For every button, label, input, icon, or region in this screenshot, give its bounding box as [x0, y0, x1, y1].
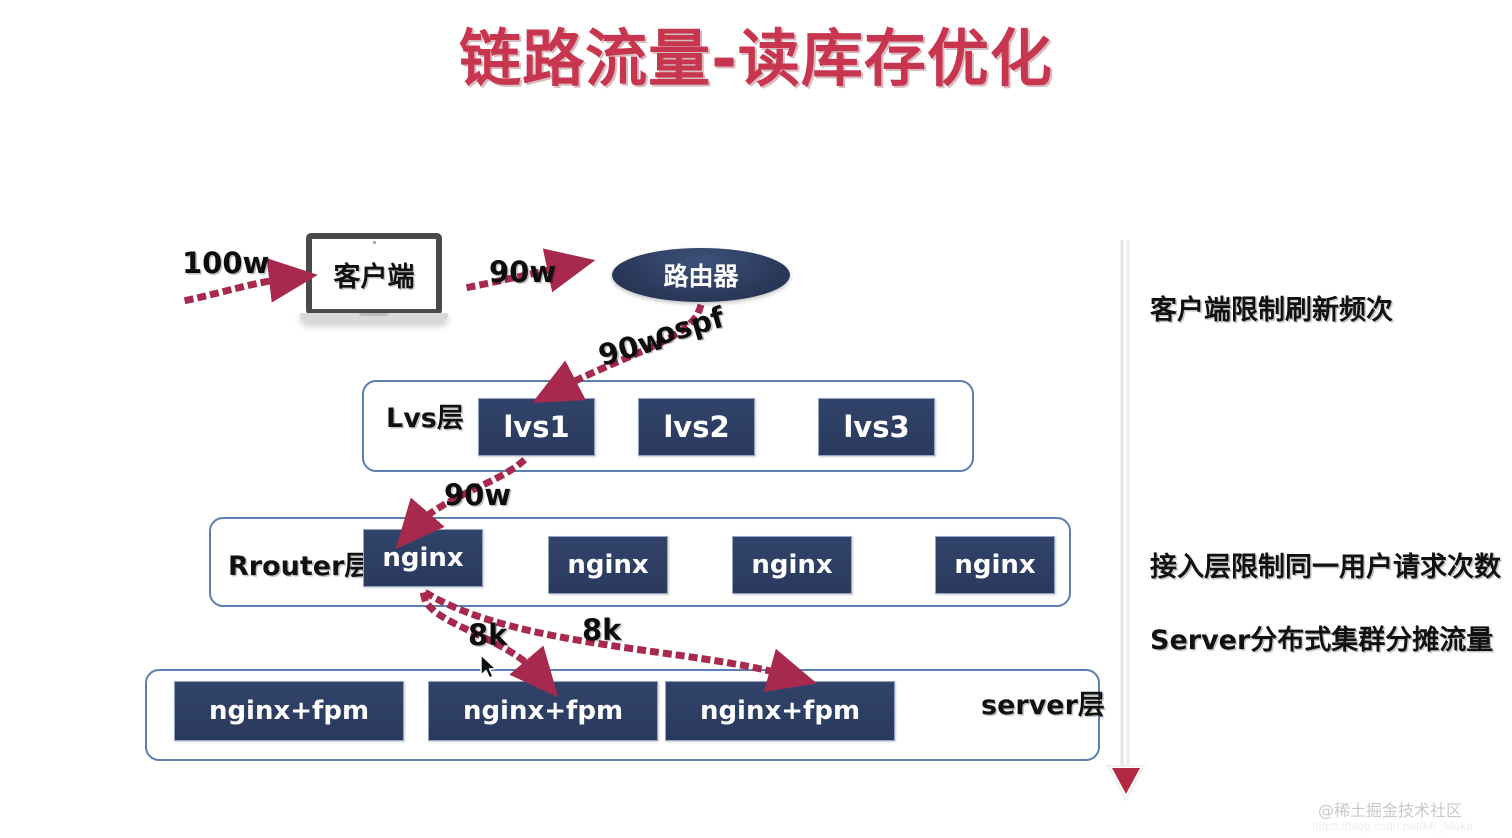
flow-label-ospf: ospf: [650, 299, 728, 353]
watermark-url: https://blog.csdn.net/Mr_Moka: [1312, 819, 1473, 833]
flow-label-90w-client-router: 90w: [489, 255, 557, 289]
annotation-server-cluster: Server分布式集群分摊流量: [1150, 625, 1494, 656]
laptop-base-icon: [300, 313, 448, 322]
router-label: 路由器: [663, 262, 739, 291]
client-label: 客户端: [333, 261, 415, 293]
page-title: 链路流量-读库存优化: [459, 22, 1053, 95]
node-nginx-2: nginx: [548, 536, 668, 594]
node-nginx-1: nginx: [363, 529, 483, 587]
node-nginx-4: nginx: [935, 536, 1055, 594]
node-lvs1: lvs1: [478, 398, 595, 456]
node-nginx-3: nginx: [732, 536, 852, 594]
flow-label-8k-right: 8k: [582, 613, 622, 647]
node-nginx-fpm-3: nginx+fpm: [665, 681, 895, 741]
laptop-camera-icon: [372, 241, 376, 244]
node-lvs2: lvs2: [638, 398, 755, 456]
node-nginx-fpm-2: nginx+fpm: [428, 681, 658, 741]
flow-label-90w-lvs-nginx: 90w: [444, 478, 512, 512]
watermark-handle: @稀土掘金技术社区: [1318, 801, 1463, 820]
flow-label-8k-left: 8k: [468, 618, 508, 652]
annotation-access-layer-limit: 接入层限制同一用户请求次数: [1150, 552, 1501, 583]
router-node: 路由器: [612, 248, 790, 302]
annotation-client-throttle: 客户端限制刷新频次: [1150, 295, 1393, 326]
node-lvs3: lvs3: [818, 398, 935, 456]
vertical-flow-line: [1106, 240, 1146, 803]
rrouter-layer-title: Rrouter层: [228, 551, 372, 582]
flow-label-100w: 100w: [182, 246, 270, 280]
laptop-icon: 客户端: [300, 233, 448, 325]
server-layer-title: server层: [981, 690, 1105, 721]
lvs-layer-title: Lvs层: [386, 403, 464, 434]
node-nginx-fpm-1: nginx+fpm: [174, 681, 404, 741]
